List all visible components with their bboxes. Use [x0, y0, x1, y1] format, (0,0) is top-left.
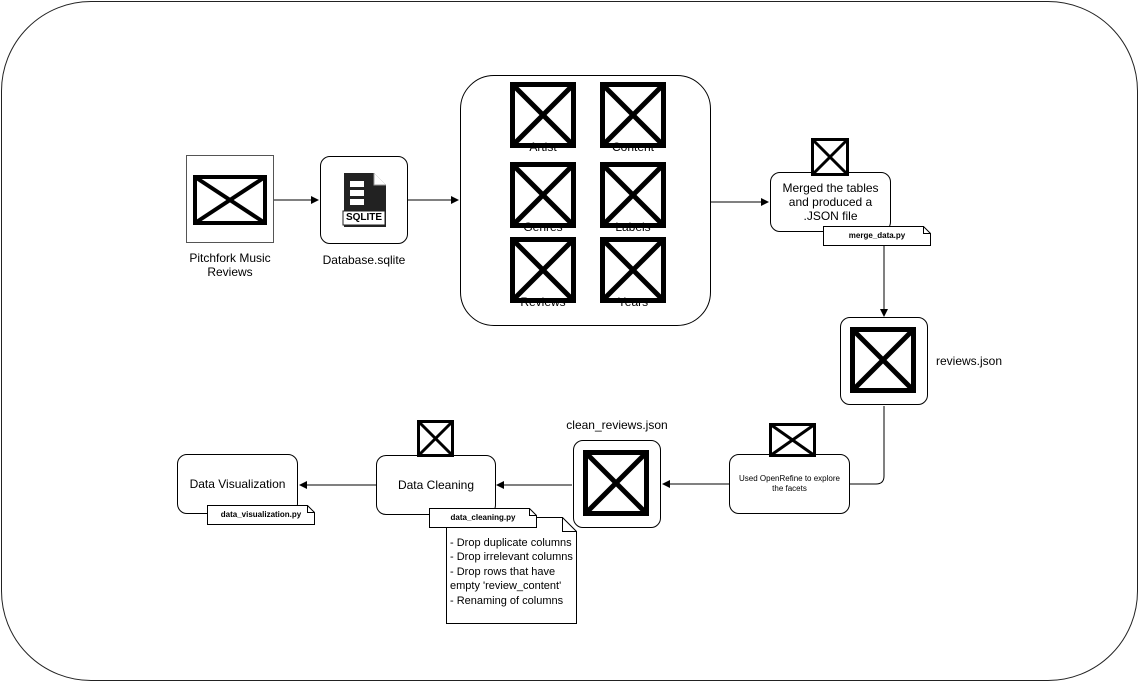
table-years-label: Years — [617, 295, 649, 309]
sqlite-icon — [340, 171, 388, 229]
table-reviews-icon — [510, 237, 576, 303]
tables-group — [460, 75, 711, 326]
sqlite-icon-text: SQLITE — [345, 212, 383, 223]
openrefine-label: Used OpenRefine to explore the facets — [739, 474, 840, 493]
visualization-script-label: data_visualization.py — [220, 510, 302, 519]
merge-script-label: merge_data.py — [848, 231, 906, 240]
table-artist-icon — [510, 82, 576, 148]
visualization-label: Data Visualization — [189, 477, 286, 491]
table-reviews-label: Reviews — [520, 295, 566, 309]
database-label: Database.sqlite — [322, 253, 406, 267]
merge-node: Merged the tables and produced a .JSON f… — [770, 172, 891, 232]
table-genres-icon — [510, 162, 576, 228]
table-genres-label: Genres — [523, 220, 563, 234]
visualization-node: Data Visualization — [177, 454, 298, 514]
table-labels-label: Labels — [615, 220, 651, 234]
image-placeholder-icon — [193, 175, 267, 225]
clean-json-label: clean_reviews.json — [566, 418, 668, 432]
cleaning-label: Data Cleaning — [397, 478, 475, 492]
cleaning-notes-document — [446, 517, 577, 624]
cleaning-note-item: - Drop duplicate columns — [450, 537, 572, 549]
visualization-script-document: data_visualization.py — [207, 505, 315, 525]
reviews-json-label: reviews.json — [935, 354, 1003, 368]
arrow-reviews-to-openrefine — [823, 406, 885, 488]
cleaning-script-label: data_cleaning.py — [450, 513, 516, 522]
cleaning-notes: - Drop duplicate columns - Drop irreleva… — [450, 536, 576, 608]
cleaning-node: Data Cleaning — [376, 455, 496, 515]
clean-json-placeholder-icon — [583, 450, 649, 516]
table-labels-icon — [600, 162, 666, 228]
openrefine-node: Used OpenRefine to explore the facets — [729, 454, 850, 514]
cleaning-note-item: - Drop rows that have empty 'review_cont… — [450, 565, 562, 593]
source-label: Pitchfork Music Reviews — [189, 251, 271, 279]
table-artist-label: Artist — [529, 140, 557, 154]
cleaning-script-document: data_cleaning.py — [429, 508, 537, 528]
cleaning-image-placeholder-icon — [417, 420, 454, 457]
merge-script-document: merge_data.py — [823, 226, 931, 246]
reviews-json-placeholder-icon — [850, 327, 916, 393]
table-content-label: Content — [611, 140, 655, 154]
merge-image-placeholder-icon — [811, 138, 849, 176]
openrefine-image-placeholder-icon — [769, 423, 816, 457]
cleaning-note-item: - Drop irrelevant columns — [450, 551, 573, 564]
table-content-icon — [600, 82, 666, 148]
cleaning-note-item: - Renaming of columns — [450, 594, 564, 607]
merge-label: Merged the tables and produced a .JSON f… — [782, 181, 879, 223]
table-years-icon — [600, 237, 666, 303]
